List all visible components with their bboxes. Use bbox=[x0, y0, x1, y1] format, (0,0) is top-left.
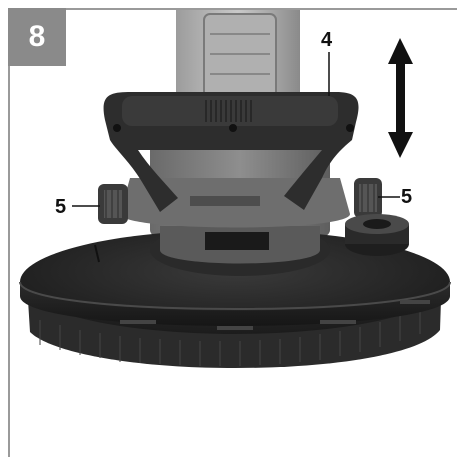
frame-left-border bbox=[8, 8, 10, 457]
handle-grip bbox=[122, 96, 338, 126]
callout-knob-left: 5 bbox=[55, 196, 67, 218]
callout-handle: 4 bbox=[321, 29, 333, 51]
collar-slot bbox=[205, 232, 269, 250]
left-clamp-knob bbox=[98, 184, 128, 224]
sanding-head-rim bbox=[20, 282, 450, 326]
figure-number-badge: 8 bbox=[8, 8, 66, 66]
callout-knob-right: 5 bbox=[401, 186, 413, 208]
frame-top-border bbox=[8, 8, 457, 10]
dust-port-nut bbox=[345, 214, 409, 256]
figure-number: 8 bbox=[28, 20, 46, 53]
shaft-inner-panel bbox=[203, 13, 277, 103]
height-adjust-arrow-icon bbox=[388, 38, 413, 158]
bristle-texture bbox=[39, 309, 421, 366]
right-clamp-knob bbox=[354, 178, 382, 218]
grip-ribs bbox=[205, 100, 252, 122]
